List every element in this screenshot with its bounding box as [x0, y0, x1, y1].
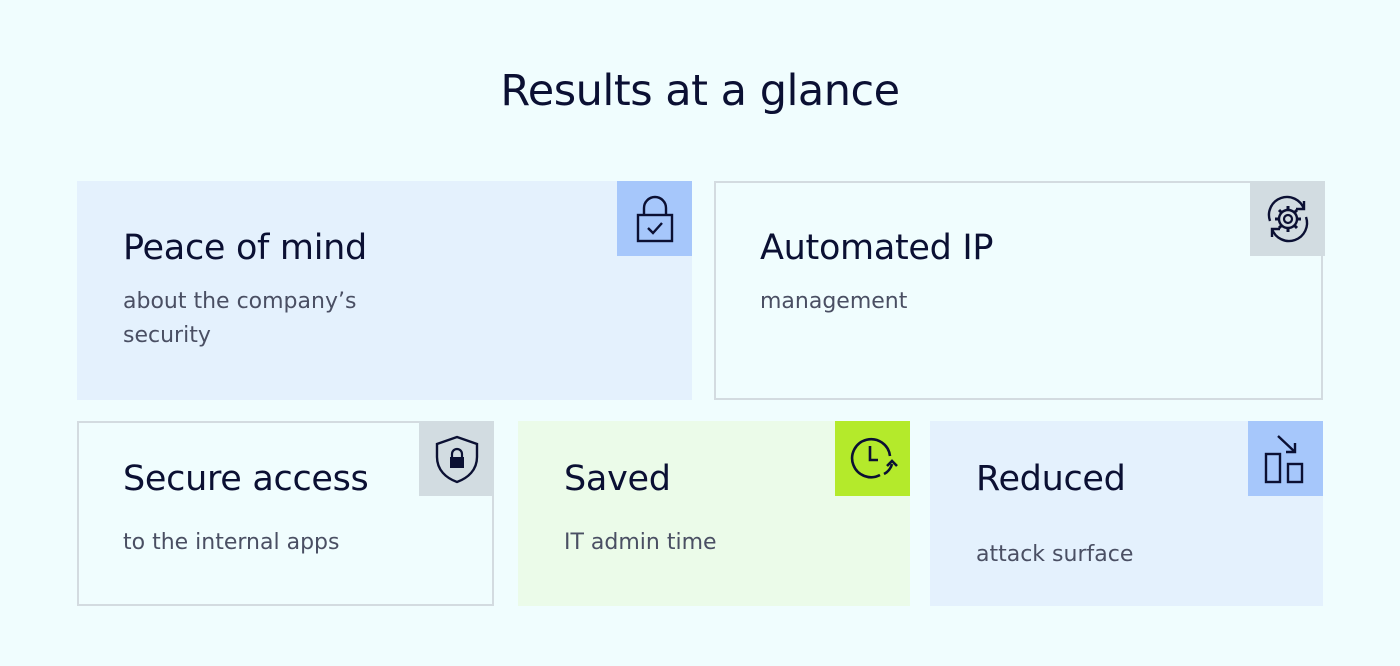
shield-lock-icon [435, 435, 478, 483]
card-subtitle: to the internal apps [123, 530, 340, 555]
card-reduced: Reduced attack surface [930, 421, 1323, 606]
card-title: Peace of mind [123, 228, 367, 268]
card-secure-access: Secure access to the internal apps [77, 421, 494, 606]
card-title: Reduced [976, 459, 1126, 499]
card-subtitle: management [760, 289, 908, 314]
card-peace-of-mind: Peace of mind about the company’s securi… [77, 181, 692, 400]
card-subtitle: IT admin time [564, 530, 717, 555]
card-title: Saved [564, 459, 671, 499]
lock-check-icon [636, 195, 673, 242]
icon-box-gear [1250, 181, 1325, 256]
gear-refresh-icon [1267, 195, 1308, 242]
icon-box-clock [835, 421, 910, 496]
card-subtitle: attack surface [976, 542, 1134, 567]
icon-box-chart [1248, 421, 1323, 496]
card-subtitle: about the company’s security [123, 289, 357, 348]
card-title: Secure access [123, 459, 369, 499]
page-title: Results at a glance [500, 66, 900, 116]
card-automated-ip: Automated IP management [714, 181, 1325, 400]
card-saved: Saved IT admin time [518, 421, 910, 606]
card-title: Automated IP [760, 228, 994, 268]
icon-box-lock [617, 181, 692, 256]
icon-box-shield [419, 421, 494, 496]
clock-refresh-icon [850, 437, 898, 478]
chart-decrease-icon [1264, 434, 1303, 483]
